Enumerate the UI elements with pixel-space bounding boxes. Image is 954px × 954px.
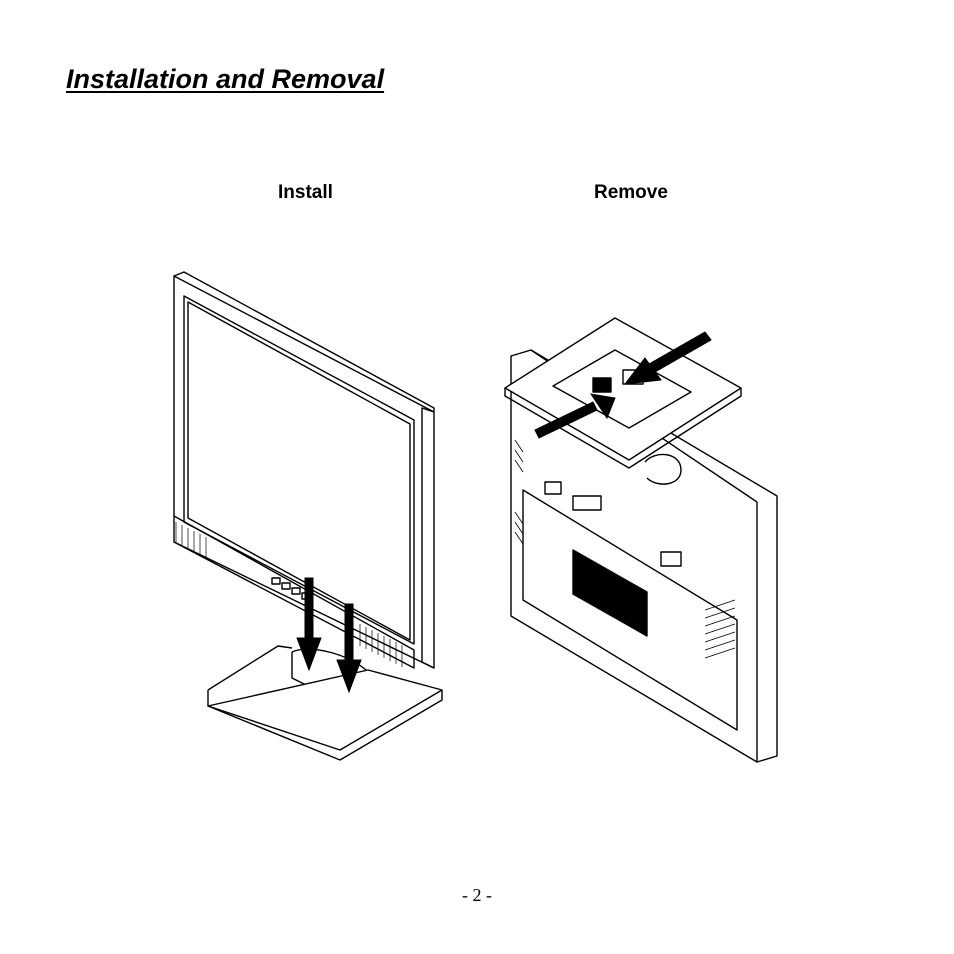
monitor-front-install-icon: [160, 260, 460, 770]
page-number: - 2 -: [0, 885, 954, 906]
install-label: Install: [278, 182, 333, 204]
monitor-back-remove-icon: [495, 300, 790, 770]
page-title: Installation and Removal: [66, 64, 384, 95]
remove-label: Remove: [594, 182, 668, 204]
